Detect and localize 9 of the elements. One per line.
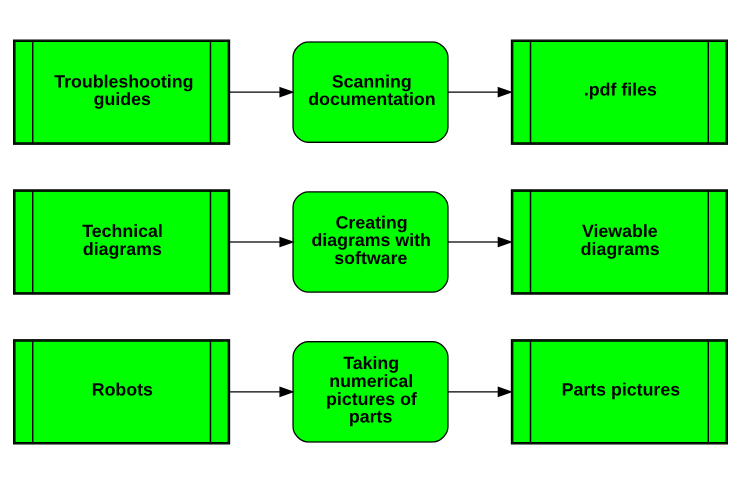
arrow [230, 386, 295, 398]
arrow [448, 86, 513, 98]
arrow [230, 236, 295, 248]
node-box: Scanning documentation [292, 41, 449, 143]
arrow [230, 86, 295, 98]
node-box: Taking numerical pictures of parts [292, 341, 449, 443]
arrow [448, 386, 513, 398]
arrow [448, 236, 513, 248]
node-box: Creating diagrams with software [292, 191, 449, 293]
